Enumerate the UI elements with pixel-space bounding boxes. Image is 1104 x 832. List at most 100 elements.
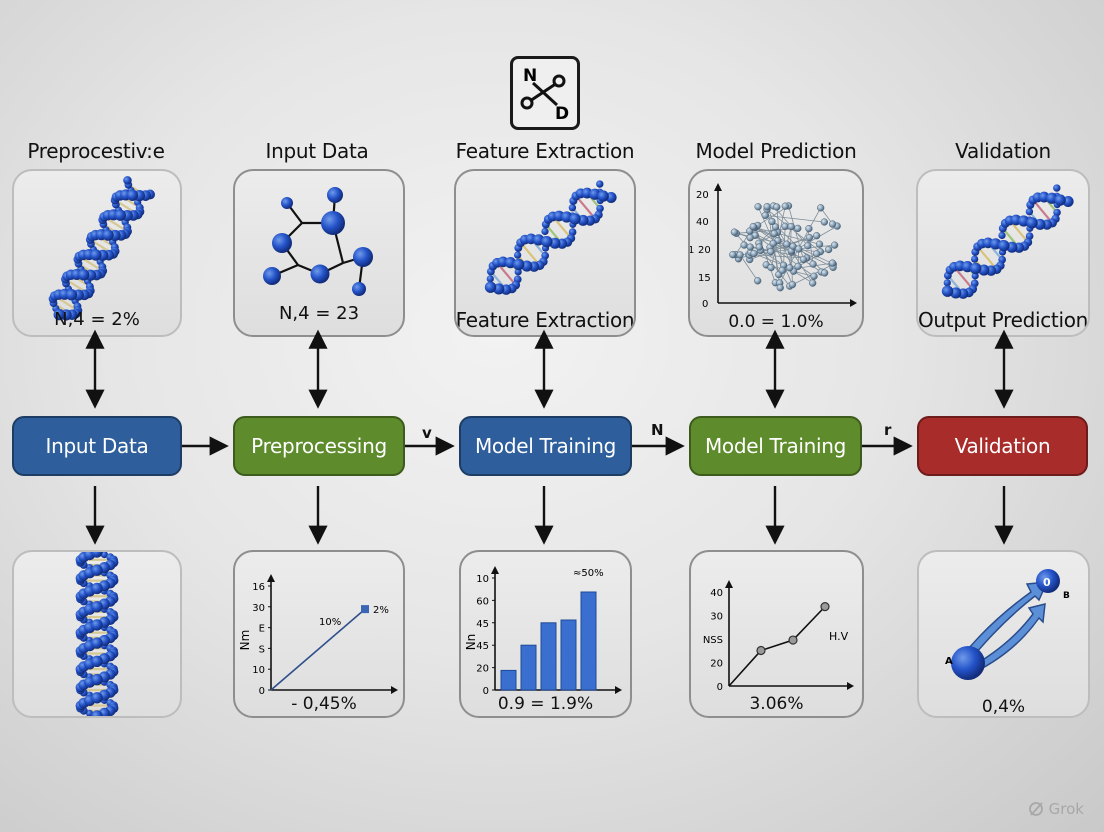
cluster-point bbox=[813, 250, 821, 258]
dna-bead bbox=[971, 255, 979, 263]
y-tick: 0 bbox=[702, 299, 708, 310]
dna-bead bbox=[91, 637, 103, 649]
bar bbox=[540, 622, 557, 691]
top-title-4: Model Prediction bbox=[695, 139, 857, 163]
dna-helix-vertical-icon bbox=[75, 552, 119, 716]
top-card-2-caption: N,4 = 23 bbox=[278, 303, 360, 324]
cluster-point bbox=[830, 241, 839, 249]
cluster-point bbox=[754, 277, 762, 285]
cluster-point bbox=[828, 220, 837, 228]
y-tick-label: 0 bbox=[259, 686, 265, 697]
dna-bead bbox=[514, 251, 522, 259]
y-tick-label: 30 bbox=[710, 612, 723, 623]
top-card-3: Feature Extraction bbox=[454, 169, 636, 337]
pipeline-node-input-data[interactable]: Input Data bbox=[12, 416, 182, 476]
y-tick-label: 0 bbox=[483, 686, 489, 697]
annotation: H.V bbox=[829, 630, 849, 643]
x-axis-arrow bbox=[391, 686, 398, 694]
dna-bead bbox=[484, 281, 497, 293]
edge-label-v: v bbox=[422, 424, 432, 442]
bar bbox=[500, 669, 517, 691]
y-tick-label: 10 bbox=[476, 574, 489, 585]
top-card-2: N,4 = 23 bbox=[233, 169, 405, 337]
dna-bead bbox=[91, 600, 103, 613]
label-a: A bbox=[945, 656, 953, 667]
cluster-point bbox=[746, 234, 754, 242]
dna-bead bbox=[65, 289, 78, 301]
top-card-4-caption: 0.0 = 1.0% bbox=[728, 312, 824, 332]
cluster-point bbox=[809, 260, 817, 268]
dna-bead bbox=[941, 285, 954, 297]
top-title-3: Feature Extraction bbox=[455, 139, 635, 163]
y-tick-label: S bbox=[259, 644, 265, 655]
bar bbox=[560, 619, 577, 691]
y-axis-arrow bbox=[491, 566, 499, 574]
cluster-point bbox=[787, 222, 795, 231]
top-card-5: Output Prediction bbox=[916, 169, 1090, 337]
scatter-cluster-icon: 20 40 20 1 15 0 bbox=[690, 183, 857, 310]
dna-bead bbox=[514, 268, 522, 276]
cluster-point bbox=[820, 218, 829, 226]
dna-bead bbox=[541, 227, 549, 236]
edge-label-r: r bbox=[884, 421, 892, 439]
annotation: ≈50% bbox=[573, 568, 604, 579]
dna-bead bbox=[90, 249, 102, 261]
bottom-card-3-caption: 0.9 = 1.9% bbox=[497, 694, 594, 714]
cluster-point bbox=[770, 229, 778, 238]
cluster-point bbox=[729, 251, 737, 259]
y-tick-label: 0 bbox=[717, 682, 723, 693]
edge-label-n: N bbox=[651, 421, 664, 439]
bottom-card-5-caption: 0,4% bbox=[981, 697, 1026, 717]
node-link-icon: N D bbox=[520, 66, 569, 124]
y-tick-label: 40 bbox=[710, 588, 723, 599]
dna-rung bbox=[976, 245, 998, 271]
dna-bead bbox=[998, 239, 1010, 252]
dna-bead bbox=[943, 279, 951, 287]
data-point bbox=[788, 635, 798, 645]
annotation: 2% bbox=[373, 605, 389, 616]
node-a bbox=[951, 646, 985, 680]
node-b bbox=[1036, 569, 1060, 593]
cluster-point bbox=[805, 233, 814, 242]
dna-bead bbox=[123, 176, 132, 185]
node-label: Model Training bbox=[704, 434, 847, 458]
top-card-1-caption: N,4 = 2% bbox=[54, 309, 140, 330]
annotation: 10% bbox=[319, 617, 341, 628]
dna-bead bbox=[486, 275, 494, 283]
watermark-text: Grok bbox=[1048, 800, 1084, 818]
dna-bead bbox=[596, 180, 604, 188]
cluster-point bbox=[820, 269, 829, 277]
y-axis-label: Nn bbox=[464, 634, 478, 651]
y-tick-label: 20 bbox=[710, 659, 723, 670]
dna-bead bbox=[53, 308, 65, 321]
dna-bead bbox=[971, 272, 979, 280]
cluster-point bbox=[746, 243, 754, 251]
top-card-5-caption: Output Prediction bbox=[917, 308, 1089, 332]
cluster-point bbox=[809, 279, 817, 287]
dna-bead bbox=[100, 552, 108, 559]
cluster-point bbox=[817, 204, 825, 212]
cluster-point bbox=[828, 259, 837, 267]
logo-letter-d: D bbox=[555, 104, 569, 124]
dna-rung bbox=[1032, 199, 1054, 224]
data-point bbox=[820, 602, 830, 612]
cluster-point bbox=[794, 262, 802, 271]
bottom-card-5: 0 A B 0,4% bbox=[917, 550, 1090, 718]
logo-node-link: N D bbox=[510, 56, 580, 130]
y-tick: 20 bbox=[696, 190, 709, 201]
pipeline-node-validation[interactable]: Validation bbox=[917, 416, 1088, 476]
node-label: Input Data bbox=[45, 434, 149, 458]
cluster-point bbox=[810, 272, 818, 280]
pipeline-node-model-training-2[interactable]: Model Training bbox=[689, 416, 862, 476]
label-b: B bbox=[1063, 591, 1070, 601]
dna-helix-icon bbox=[941, 184, 1074, 299]
pipeline-node-model-training-1[interactable]: Model Training bbox=[459, 416, 632, 476]
cluster-point bbox=[805, 224, 813, 233]
pipeline-node-preprocessing[interactable]: Preprocessing bbox=[233, 416, 405, 476]
dna-bead bbox=[568, 204, 577, 212]
y-side-label: 1 bbox=[690, 245, 694, 256]
cluster-point bbox=[786, 264, 794, 272]
